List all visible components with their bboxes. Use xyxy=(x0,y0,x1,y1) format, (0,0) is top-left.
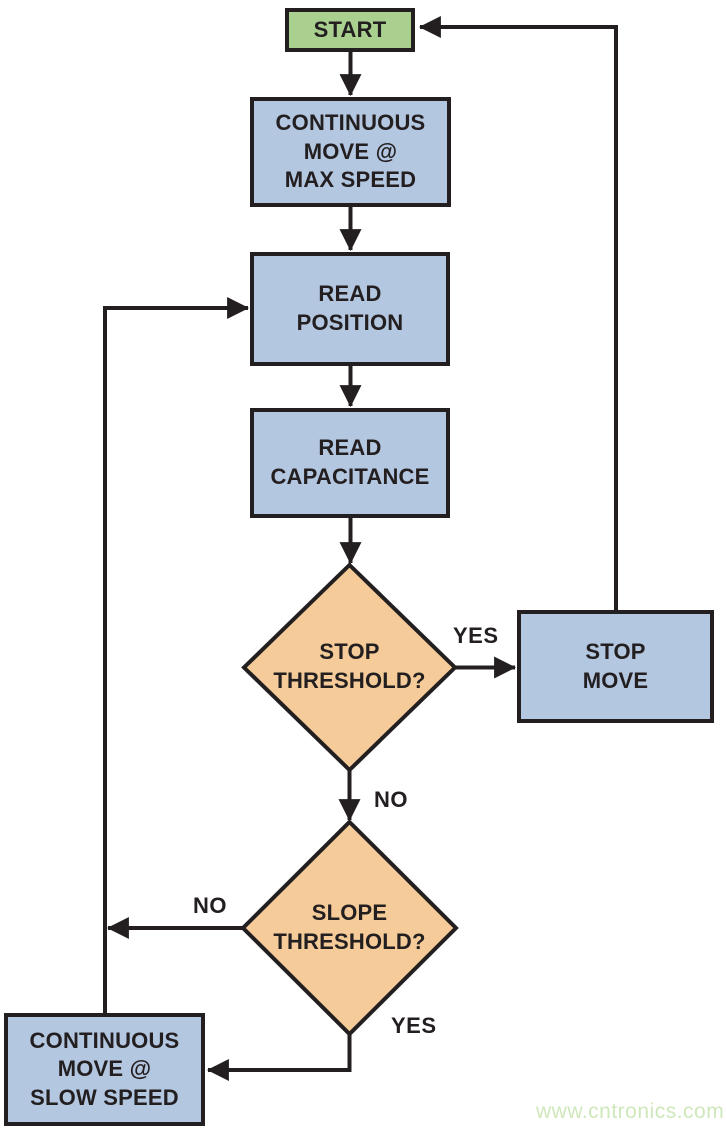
edge-label-stop-no: NO xyxy=(374,787,408,812)
edge-contslow-to-readpos xyxy=(103,297,250,1013)
node-read-capacitance: READ CAPACITANCE xyxy=(250,408,450,518)
edge-label-slope-yes: YES xyxy=(391,1013,437,1038)
edge-slopethreshold-yes-to-contslow xyxy=(206,1034,352,1081)
node-slope-threshold-label: SLOPE THRESHOLD? xyxy=(273,900,426,954)
node-read-position: READ POSITION xyxy=(250,252,450,366)
edge-label-slope-no: NO xyxy=(193,893,227,918)
node-stop-threshold-shape xyxy=(241,562,458,773)
node-slope-threshold-shape xyxy=(240,819,459,1037)
node-continuous-move-slow: CONTINUOUS MOVE @ SLOW SPEED xyxy=(4,1013,205,1126)
watermark-text: www.cntronics.com xyxy=(536,1100,725,1123)
edge-label-stop-yes: YES xyxy=(453,623,499,648)
node-continuous-move-max: CONTINUOUS MOVE @ MAX SPEED xyxy=(250,97,451,207)
node-stop-threshold-label: STOP THRESHOLD? xyxy=(273,639,426,693)
node-stop-move: STOP MOVE xyxy=(517,610,714,723)
node-start: START xyxy=(285,8,415,52)
edge-stopmove-to-start xyxy=(418,16,618,610)
